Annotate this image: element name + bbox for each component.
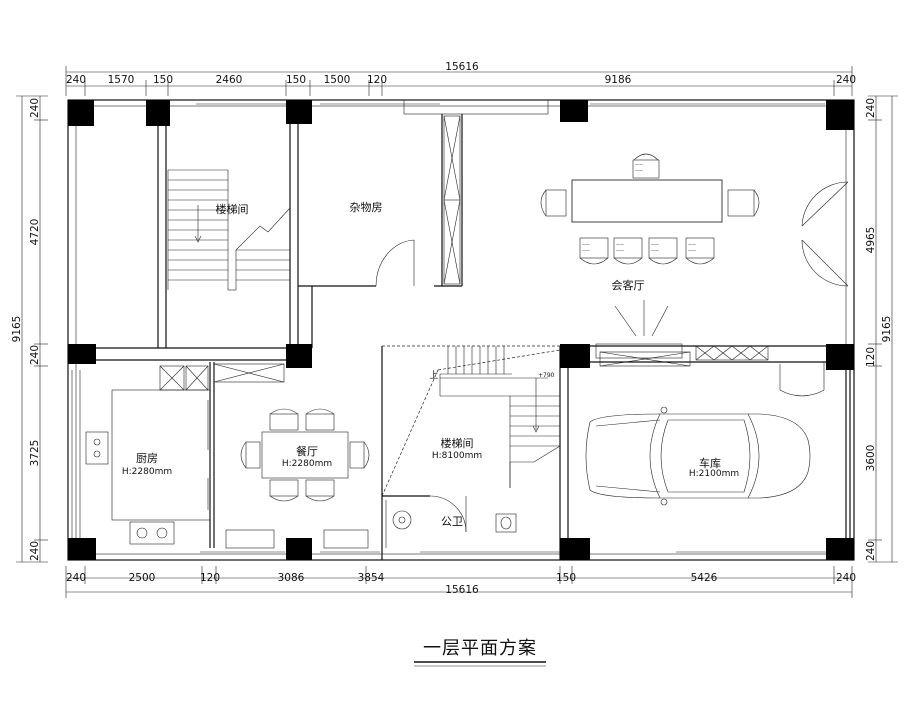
svg-text:——: ——: [582, 242, 590, 247]
toilet-fixtures: [392, 495, 517, 533]
storage-cabinet: [443, 115, 461, 285]
svg-text:——: ——: [635, 168, 643, 173]
meeting-table: ———— ———— ———— ———— ————: [540, 153, 760, 265]
dim-bottom-segment: 3086: [278, 572, 305, 584]
dim-top-segment: 150: [286, 74, 306, 86]
dim-bottom-segment: 5426: [691, 572, 718, 584]
lower-staircase: [381, 346, 561, 497]
svg-text:——: ——: [688, 248, 696, 253]
garage-side-door: [779, 362, 825, 397]
dim-bottom-segment: 150: [556, 572, 576, 584]
garage-height: H:2100mm: [689, 469, 739, 479]
dining-table: [225, 408, 370, 549]
kitchen-counter: [85, 363, 285, 545]
dim-left-total: 9165: [11, 316, 23, 343]
dim-left-segment: 240: [29, 98, 41, 118]
room-label-kitchen: 厨房: [136, 452, 158, 465]
kitchen-height: H:2280mm: [122, 467, 172, 477]
structural-columns: [68, 100, 854, 560]
dim-bottom-segment: 3854: [358, 572, 385, 584]
stair-lower-height: H:8100mm: [432, 451, 482, 461]
dim-left-segment: 240: [29, 541, 41, 561]
dim-left-segment: 240: [29, 345, 41, 365]
svg-text:——: ——: [616, 248, 624, 253]
storage-door: [375, 239, 415, 287]
svg-text:——: ——: [688, 242, 696, 247]
room-label-storage: 杂物房: [350, 200, 383, 214]
dim-bottom-segment: 120: [200, 572, 220, 584]
upper-staircase: [167, 169, 291, 291]
stair-up-label: 上: [429, 370, 438, 381]
dim-left-segment: 3725: [29, 440, 41, 467]
dimension-lines: [16, 66, 898, 598]
dining-height: H:2280mm: [282, 459, 332, 469]
dim-top-segment: 1500: [324, 74, 351, 86]
svg-text:——: ——: [582, 248, 590, 253]
plan-title: 一层平面方案: [423, 638, 537, 659]
dim-bottom-total: 15616: [445, 584, 479, 596]
car-icon: [585, 406, 811, 506]
walls: [67, 99, 855, 561]
room-label-toilet: 公卫: [441, 515, 463, 528]
dim-bottom-segment: 240: [836, 572, 856, 584]
room-label-garage: 车库: [699, 456, 721, 470]
dim-top-segment: 1570: [108, 74, 135, 86]
dim-right-total: 9165: [881, 316, 893, 343]
room-label-stair-lower: 楼梯间: [441, 436, 474, 450]
svg-text:——: ——: [635, 162, 643, 167]
dim-top-segment: 120: [367, 74, 387, 86]
elevation-label: +790: [538, 372, 555, 379]
svg-text:——: ——: [651, 242, 659, 247]
dim-right-segment: 240: [865, 541, 877, 561]
dim-bottom-segment: 240: [66, 572, 86, 584]
room-label-stair-upper: 楼梯间: [216, 202, 249, 216]
svg-text:——: ——: [616, 242, 624, 247]
room-label-dining: 餐厅: [296, 444, 318, 458]
dim-right-segment: 120: [865, 347, 877, 367]
dim-top-segment: 240: [66, 74, 86, 86]
room-label-living: 会客厅: [612, 278, 645, 292]
dim-top-segment: 9186: [605, 74, 632, 86]
dim-top-segment: 150: [153, 74, 173, 86]
dim-bottom-segment: 2500: [129, 572, 156, 584]
living-double-door: [801, 181, 849, 287]
dim-right-segment: 3600: [865, 445, 877, 472]
dim-right-segment: 240: [865, 98, 877, 118]
svg-text:——: ——: [651, 248, 659, 253]
dim-left-segment: 4720: [29, 219, 41, 246]
dim-top-segment: 2460: [216, 74, 243, 86]
dim-right-segment: 4965: [865, 227, 877, 254]
dim-top-segment: 240: [836, 74, 856, 86]
dim-top-total: 15616: [445, 61, 479, 73]
tv-cabinet: [595, 300, 769, 367]
